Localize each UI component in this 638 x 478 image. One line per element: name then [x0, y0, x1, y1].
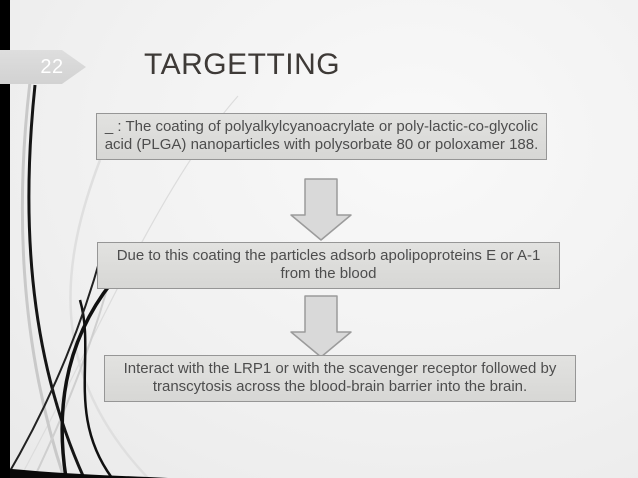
down-block-arrow-icon: [290, 295, 352, 358]
flow-box-text: Due to this coating the particles adsorb…: [116, 247, 541, 283]
flow-box-text: _ : The coating of polyalkylcyanoacrylat…: [104, 118, 539, 154]
slide-number: 22: [40, 55, 64, 78]
slide-number-badge: 22: [0, 50, 86, 84]
slide-title: TARGETTING: [144, 48, 341, 81]
flow-box-coating: _ : The coating of polyalkylcyanoacrylat…: [96, 113, 547, 160]
flow-box-interact: Interact with the LRP1 or with the scave…: [104, 355, 576, 402]
flow-box-adsorb: Due to this coating the particles adsorb…: [97, 242, 560, 289]
left-edge-bar: [0, 0, 10, 478]
flow-box-text: Interact with the LRP1 or with the scave…: [123, 360, 557, 396]
down-block-arrow-icon: [290, 178, 352, 241]
